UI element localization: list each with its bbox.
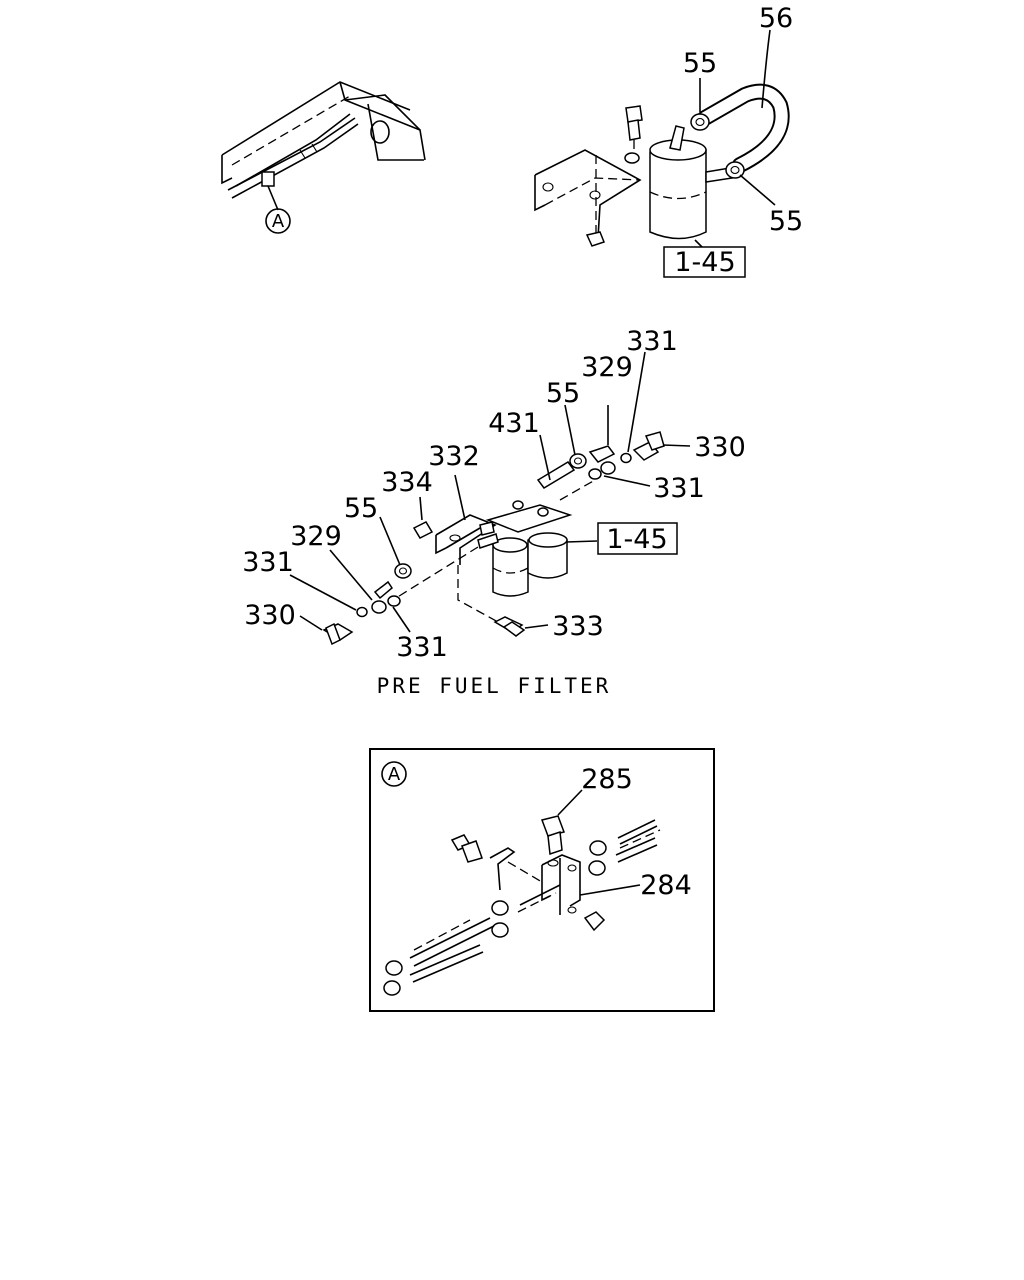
label-bracket-284: 284 [640, 870, 692, 901]
pre-fuel-filter-assembly [289, 351, 691, 646]
ref-box-filter-top: 1-45 [663, 246, 746, 278]
label-bracket-332: 332 [428, 441, 480, 472]
label-washer-331-right: 331 [653, 473, 705, 504]
svg-text:1-45: 1-45 [674, 247, 735, 278]
label-nut-334: 334 [381, 467, 433, 498]
label-washer-331-left: 331 [242, 547, 294, 578]
fuel-filter-top-assembly [534, 29, 790, 251]
label-clip-55-upper: 55 [683, 48, 717, 79]
label-bolt-333: 333 [552, 611, 604, 642]
label-washer-331-lower: 331 [396, 632, 448, 663]
label-clip-55-left: 55 [344, 493, 378, 524]
label-hose-431: 431 [488, 408, 540, 439]
label-eye-bolt-329-left: 329 [290, 521, 342, 552]
label-bolt-330-left: 330 [244, 600, 296, 631]
label-bolt-285: 285 [581, 764, 633, 795]
svg-text:1-45: 1-45 [606, 524, 667, 555]
ref-box-pre-fuel-filter: 1-45 [597, 522, 678, 555]
svg-text:A: A [388, 764, 401, 785]
svg-text:A: A [272, 211, 285, 232]
label-washer-331-top: 331 [626, 326, 678, 357]
label-hose-56: 56 [759, 3, 793, 34]
callout-a-top: A [265, 208, 291, 234]
frame-rail-assembly [221, 81, 426, 211]
caption-pre-fuel-filter: PRE FUEL FILTER [377, 674, 612, 698]
detail-a-panel: A [369, 748, 715, 1012]
label-clip-55-top: 55 [546, 378, 580, 409]
label-bolt-330-right: 330 [694, 432, 746, 463]
label-clip-55-lower: 55 [769, 206, 803, 237]
label-eye-bolt-329-top: 329 [581, 352, 633, 383]
